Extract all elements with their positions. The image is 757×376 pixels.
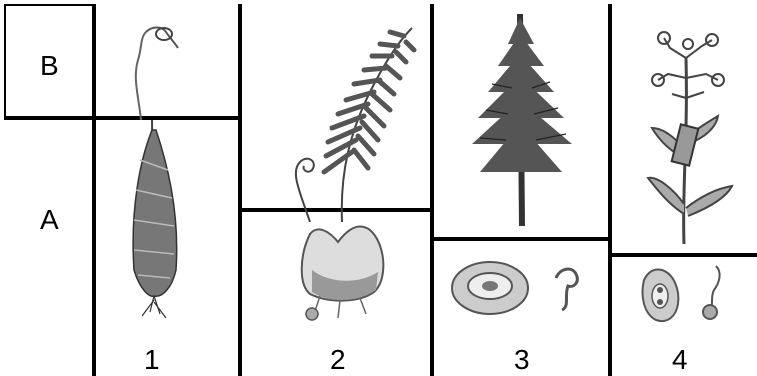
divider-row-col4 [608, 253, 757, 257]
row-label-b: B [40, 50, 59, 81]
divider-col3-left [430, 4, 434, 376]
column-label-1: 1 [144, 344, 160, 375]
column-label-3: 3 [514, 344, 530, 375]
divider-col2-left [238, 4, 242, 376]
row-label-a: A [40, 204, 59, 235]
fern-frond-icon [294, 27, 417, 222]
column-label-4: 4 [672, 344, 688, 375]
pine-ovule-icon [451, 261, 579, 315]
frame-left-line [4, 4, 6, 118]
column-label-2: 2 [330, 344, 346, 375]
embryo-sac-icon [641, 265, 721, 322]
divider-row-col3 [430, 237, 610, 241]
divider-col4-left [608, 4, 612, 376]
divider-row-col2 [238, 208, 434, 212]
moss-sporophyte-icon [134, 26, 179, 120]
flowering-plant-icon [646, 31, 734, 244]
conifer-tree-icon [472, 14, 572, 227]
frame-top-line [4, 4, 94, 6]
moss-gametophyte-icon [132, 120, 178, 319]
divider-col1-left [92, 4, 96, 376]
divider-row-col0-col1 [4, 116, 240, 120]
fern-prothallus-icon [300, 225, 385, 321]
